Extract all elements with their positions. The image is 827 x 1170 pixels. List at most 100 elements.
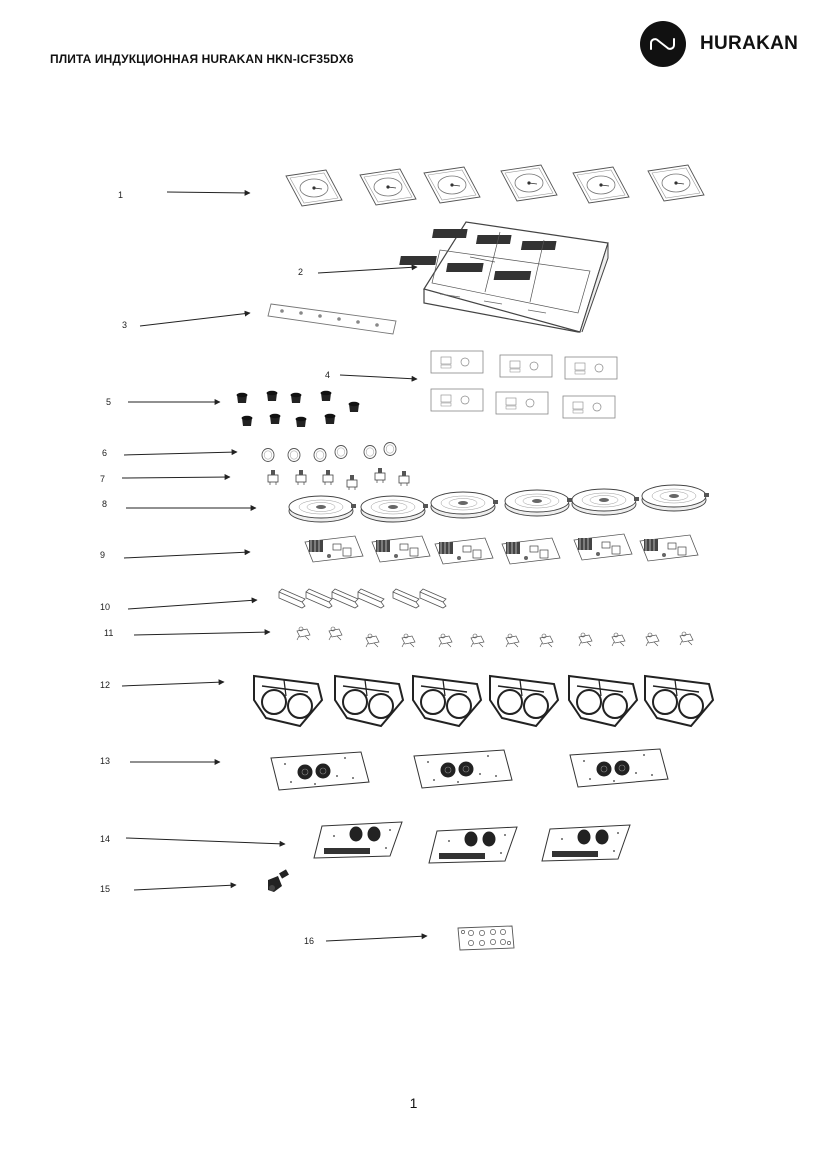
sensor [645, 632, 660, 647]
part-12-fan-frames [253, 675, 714, 727]
callout-14: 14 [100, 834, 110, 844]
fan-frame [644, 675, 714, 727]
encoder [322, 469, 334, 486]
display-board [430, 388, 484, 412]
callout-15: 15 [100, 884, 110, 894]
bottom-plate [541, 824, 631, 862]
callout-16: 16 [304, 936, 314, 946]
ferrite-bar [419, 588, 447, 609]
bottom-plate [428, 826, 518, 864]
sensor [296, 626, 311, 641]
sensor [505, 633, 520, 648]
ring [261, 448, 275, 462]
callout-5: 5 [106, 397, 111, 407]
glass-top [285, 169, 343, 207]
sensor [611, 632, 626, 647]
part-14-bottom-plates [313, 821, 631, 864]
callout-10: 10 [100, 602, 110, 612]
callout-2: 2 [298, 267, 303, 277]
induction-coil [430, 491, 499, 519]
part-3-control-panel [267, 303, 397, 335]
sensor [401, 633, 416, 648]
leader-arrows [121, 189, 428, 942]
sensor [578, 632, 593, 647]
leader-arrow-2 [317, 264, 418, 274]
callout-9: 9 [100, 550, 105, 560]
ring [363, 445, 377, 459]
induction-coil [288, 495, 357, 523]
power-board [304, 535, 364, 563]
part-1-glass-tops [285, 164, 705, 207]
fan-frame [334, 675, 404, 727]
glass-top [500, 164, 558, 202]
bottom-plate [313, 821, 403, 859]
leader-arrow-14 [125, 837, 286, 847]
part-16-terminal-block [457, 925, 515, 951]
leader-arrow-10 [127, 597, 258, 610]
knob [295, 416, 307, 427]
leader-arrow-9 [123, 549, 251, 559]
ring [383, 442, 397, 456]
glass-top [359, 168, 417, 206]
leader-arrow-3 [139, 310, 251, 327]
fan-frame [489, 675, 559, 727]
induction-coil [504, 489, 573, 517]
glass-top [647, 164, 705, 202]
power-board [501, 537, 561, 565]
leader-arrow-1 [166, 189, 251, 196]
part-4-display-boards [430, 350, 618, 419]
page-number: 1 [409, 1095, 418, 1111]
leader-arrow-11 [133, 629, 271, 636]
knob [348, 401, 360, 412]
part-9-power-boards [304, 533, 699, 565]
part-10-ferrite-bars [278, 588, 447, 609]
part-2-hob-housing [399, 221, 609, 333]
encoder [267, 469, 279, 486]
ferrite-bar [305, 588, 333, 609]
callout-3: 3 [122, 320, 127, 330]
knob [236, 392, 248, 403]
knob [269, 413, 281, 424]
knob [324, 413, 336, 424]
knob [290, 392, 302, 403]
induction-coil [360, 495, 429, 523]
leader-arrow-7 [121, 474, 231, 481]
leader-arrow-15 [133, 882, 237, 891]
glass-top [572, 166, 630, 204]
fan-frame [253, 675, 323, 727]
knob [266, 390, 278, 401]
ferrite-bar [357, 588, 385, 609]
power-board [434, 537, 494, 565]
display-board [499, 354, 553, 378]
sensor [365, 633, 380, 648]
leader-arrow-12 [121, 679, 225, 687]
leader-arrow-6 [123, 449, 238, 456]
encoder [374, 467, 386, 484]
fan-plate [270, 751, 370, 791]
callout-7: 7 [100, 474, 105, 484]
knob [241, 415, 253, 426]
part-7-encoders [267, 467, 410, 491]
display-board [495, 391, 549, 415]
ring [313, 448, 327, 462]
fan-plate [569, 748, 669, 788]
induction-coil [641, 484, 710, 512]
hurakan-logo-icon [640, 21, 686, 67]
sensor [679, 631, 694, 646]
display-board [430, 350, 484, 374]
fan-frame [412, 675, 482, 727]
callout-11: 11 [104, 628, 113, 638]
fan-frame [568, 675, 638, 727]
glass-top [423, 166, 481, 204]
callout-8: 8 [102, 499, 107, 509]
brand-name: HURAKAN [700, 33, 799, 54]
callout-13: 13 [100, 756, 110, 766]
ferrite-bar [331, 588, 359, 609]
power-board [573, 533, 633, 561]
part-11-temperature-sensors [296, 626, 694, 648]
encoder [346, 474, 358, 491]
sensor [470, 633, 485, 648]
document-title: ПЛИТА ИНДУКЦИОННАЯ HURAKAN HKN-ICF35DX6 [50, 52, 354, 66]
callout-6: 6 [102, 448, 107, 458]
